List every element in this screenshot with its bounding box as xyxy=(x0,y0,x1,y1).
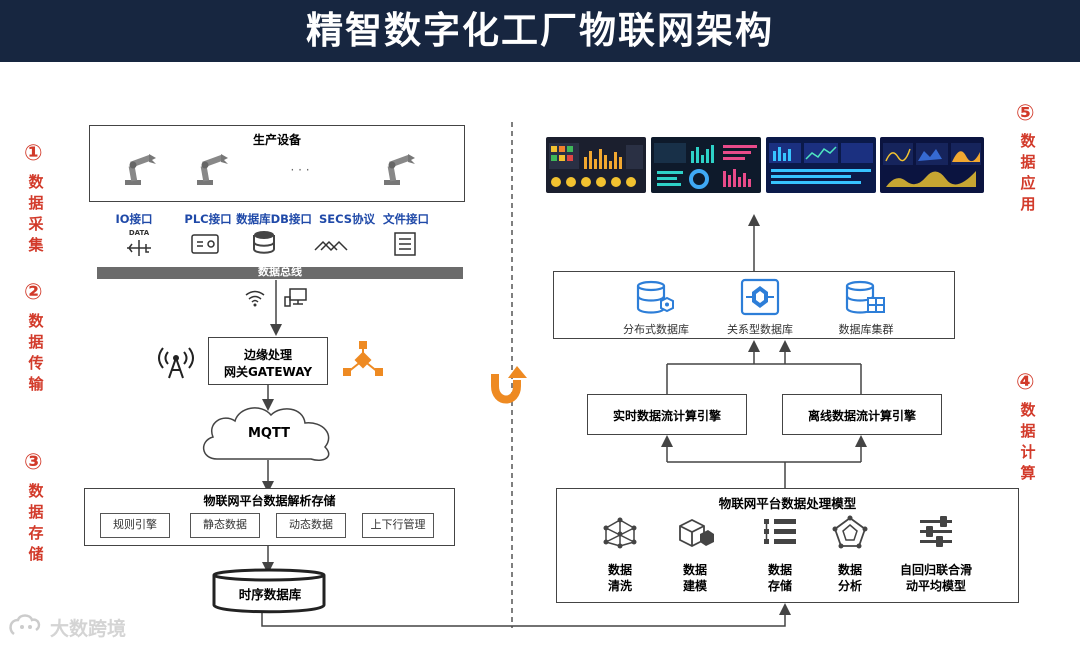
processing-model-box xyxy=(556,488,1019,603)
processing-item-4-line1: 数据 xyxy=(837,563,862,577)
data-cleaning-icon xyxy=(603,517,637,549)
stage-5-label: 数据应用 xyxy=(1020,132,1036,213)
time-series-database-label: 时序数据库 xyxy=(238,587,302,602)
header-bar: 精智数字化工厂物联网架构 xyxy=(0,0,1080,62)
dashboard-screenshot-1 xyxy=(546,137,646,193)
database-cluster-icon xyxy=(845,280,885,314)
processing-item-2-line2: 建模 xyxy=(682,579,707,593)
data-modeling-icon xyxy=(679,518,714,548)
relational-database-label: 关系型数据库 xyxy=(727,323,793,336)
offline-engine-label: 离线数据流计算引擎 xyxy=(807,409,916,423)
interface-io-label: IO接口 xyxy=(115,212,153,226)
data-storage-icon xyxy=(764,519,796,544)
mqtt-label: MQTT xyxy=(247,426,291,441)
stage-3-label: 数据存储 xyxy=(28,482,44,563)
data-bus xyxy=(97,267,463,279)
processing-item-5-line2: 动平均模型 xyxy=(905,579,966,593)
wifi-icon xyxy=(245,290,265,307)
plc-device-icon xyxy=(191,234,219,254)
robot-arm-icon xyxy=(125,154,156,185)
relational-database-icon xyxy=(740,278,780,316)
database-cluster-label: 数据库集群 xyxy=(838,323,894,336)
equipment-ellipsis: · · · xyxy=(290,163,310,177)
robot-arm-icon xyxy=(197,154,228,185)
storage-item-rule-engine: 规则引擎 xyxy=(100,513,170,538)
interface-file-label: 文件接口 xyxy=(383,212,429,226)
arima-model-icon xyxy=(920,516,952,547)
stage-1-label: 数据采集 xyxy=(28,173,44,254)
antenna-icon xyxy=(158,347,194,379)
watermark-text: 大数跨境 xyxy=(50,618,127,640)
processing-item-3-line2: 存储 xyxy=(767,579,792,593)
stage-5-number: ⑤ xyxy=(1016,101,1035,126)
processing-model-title: 物联网平台数据处理模型 xyxy=(718,496,857,511)
database-icon xyxy=(253,231,275,254)
dashboard-screenshot-2 xyxy=(651,137,761,193)
processing-item-4-line2: 分析 xyxy=(837,579,862,593)
distributed-database-label: 分布式数据库 xyxy=(623,323,689,336)
production-equipment-title: 生产设备 xyxy=(252,133,301,147)
iot-storage-title: 物联网平台数据解析存储 xyxy=(203,494,336,508)
gateway-box xyxy=(208,337,328,385)
databases-box xyxy=(553,271,955,339)
interface-db-label: 数据库DB接口 xyxy=(236,212,312,226)
processing-item-2-line1: 数据 xyxy=(682,563,707,577)
storage-item-up-down-management: 上下行管理 xyxy=(362,513,434,538)
u-turn-arrow-icon xyxy=(491,366,527,404)
page-title: 精智数字化工厂物联网架构 xyxy=(306,9,774,52)
dashboard-screenshot-4 xyxy=(880,137,984,193)
data-analysis-icon xyxy=(832,515,868,549)
stage-1-number: ① xyxy=(24,141,43,166)
offline-engine-box xyxy=(782,394,942,435)
gateway-line1: 边缘处理 xyxy=(243,348,292,362)
production-equipment-box xyxy=(89,125,465,202)
processing-item-1-line1: 数据 xyxy=(607,563,632,577)
stage-2-number: ② xyxy=(24,280,43,305)
stage-3-number: ③ xyxy=(24,450,43,475)
data-bus-label: 数据总线 xyxy=(258,265,302,278)
secs-protocol-icon xyxy=(314,240,348,252)
robot-arm-icon xyxy=(384,154,415,185)
interface-plc-label: PLC接口 xyxy=(184,212,232,226)
realtime-engine-box xyxy=(587,394,747,435)
processing-item-1-line2: 清洗 xyxy=(607,579,632,593)
stage-2-label: 数据传输 xyxy=(28,312,44,393)
stage-4-number: ④ xyxy=(1016,370,1035,395)
dashboard-screenshot-3 xyxy=(766,137,876,193)
network-computer-icon xyxy=(284,288,307,307)
interface-secs-label: SECS协议 xyxy=(318,212,376,226)
watermark-logo-icon xyxy=(9,614,41,636)
mqtt-cloud-icon xyxy=(203,407,330,461)
storage-item-dynamic-data: 动态数据 xyxy=(276,513,346,538)
edge-hub-icon xyxy=(343,341,383,376)
file-document-icon xyxy=(394,232,416,256)
storage-item-static-data: 静态数据 xyxy=(190,513,260,538)
distributed-database-icon xyxy=(636,280,674,314)
processing-item-3-line1: 数据 xyxy=(767,563,792,577)
time-series-database-icon xyxy=(212,568,326,614)
processing-item-5-line1: 自回归联合滑 xyxy=(899,563,972,577)
stage-4-label: 数据计算 xyxy=(1020,401,1036,482)
realtime-engine-label: 实时数据流计算引擎 xyxy=(612,409,721,423)
gateway-line2: 网关GATEWAY xyxy=(223,365,313,379)
data-icon-text: DATA xyxy=(128,229,150,237)
usb-data-icon xyxy=(127,240,151,256)
